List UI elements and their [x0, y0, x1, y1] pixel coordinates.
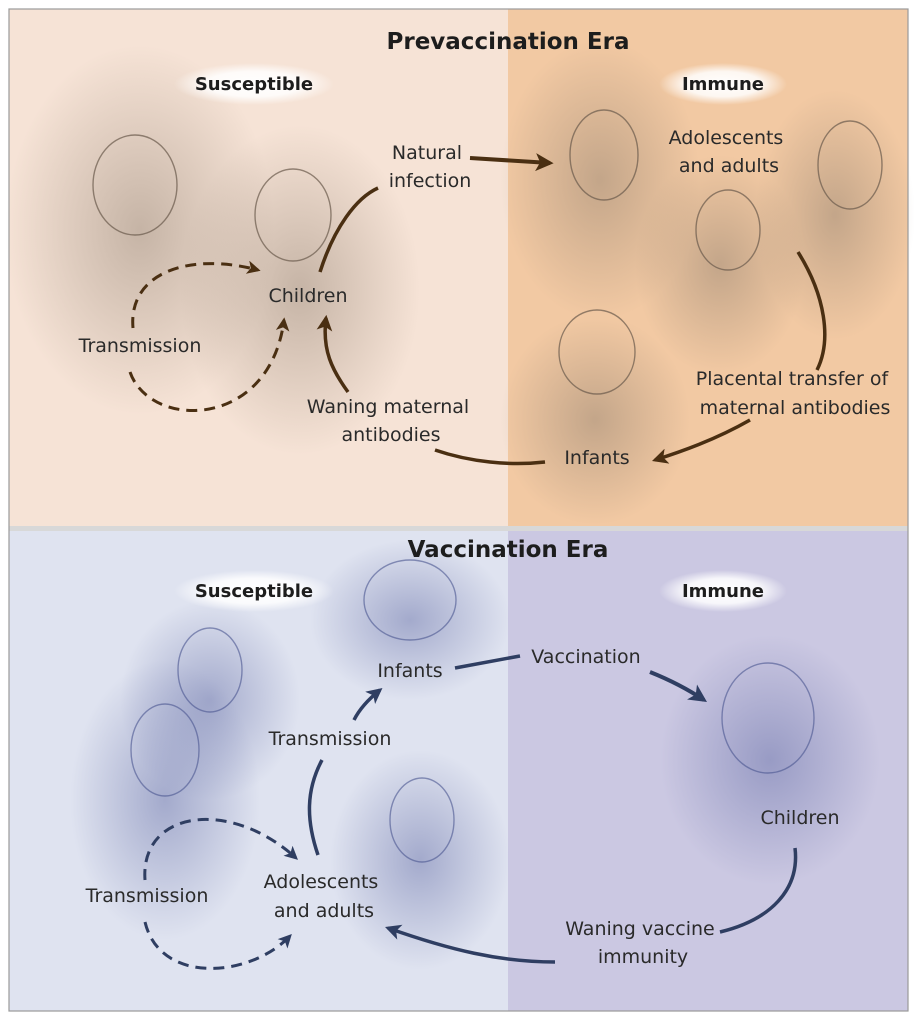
transmission-label: Transmission — [268, 728, 392, 750]
immune-heading: Immune — [682, 581, 764, 602]
infant-figure — [500, 315, 690, 525]
vaccination-title: Vaccination Era — [408, 537, 609, 563]
vaccination-panel: Vaccination Era Susceptible Immune Infan… — [9, 531, 908, 1011]
panel-divider — [9, 526, 908, 531]
children-label: Children — [760, 807, 839, 829]
susceptible-heading: Susceptible — [195, 74, 313, 95]
susceptible-heading: Susceptible — [195, 581, 313, 602]
immune-heading: Immune — [682, 74, 764, 95]
infants-label: Infants — [564, 447, 629, 469]
child-figure — [660, 635, 880, 885]
prevaccination-panel: Prevaccination Era Susceptible Immune Na… — [5, 9, 915, 526]
vaccination-label: Vaccination — [531, 646, 640, 668]
infants-label: Infants — [377, 660, 442, 682]
transmission-loop-label: Transmission — [85, 885, 209, 907]
transmission-label: Transmission — [78, 335, 202, 357]
prevaccination-title: Prevaccination Era — [387, 29, 630, 55]
children-label: Children — [268, 285, 347, 307]
